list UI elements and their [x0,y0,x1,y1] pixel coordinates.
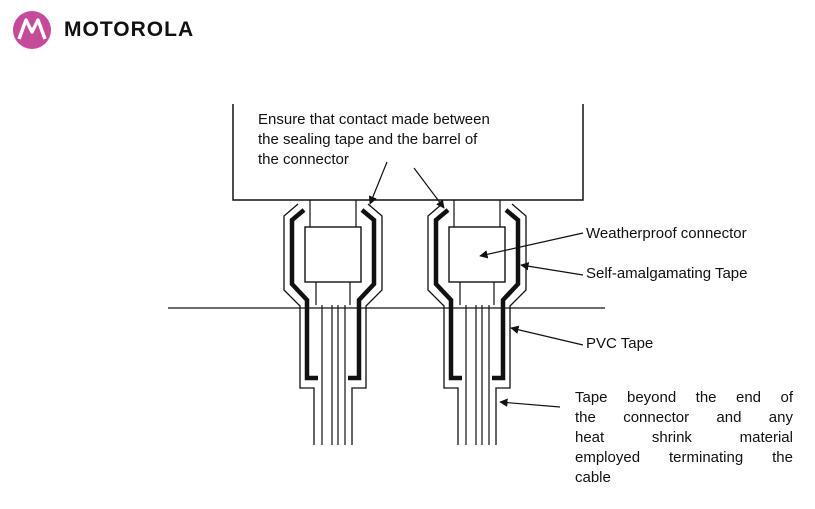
tape-beyond-line: employed terminating the [575,448,793,468]
left-cable [322,305,345,445]
right-connector-body [449,227,505,282]
left-connector-body [305,227,361,282]
tape-beyond-line: cable [575,468,793,488]
contact-note: Ensure that contact made between the sea… [258,110,558,170]
right-connector-assembly [428,200,526,445]
tape-beyond-note: Tape beyond the end of the connector and… [575,388,793,488]
self-amalgamating-tape-label: Self-amalgamating Tape [586,264,747,284]
pvc-tape-label: PVC Tape [586,334,653,354]
beyond-arrow [500,402,560,407]
contact-note-line: Ensure that contact made between [258,110,558,130]
tape-beyond-line: heat shrink material [575,428,793,448]
contact-note-line: the connector [258,150,558,170]
tape-beyond-line: the connector and any [575,408,793,428]
contact-arrow-right [414,168,444,208]
weatherproof-connector-label: Weatherproof connector [586,224,747,244]
self-amalgamating-arrow [521,265,583,275]
pvc-arrow [511,328,583,345]
left-connector-assembly [284,200,382,445]
right-cable [466,305,489,445]
contact-note-line: the sealing tape and the barrel of [258,130,558,150]
tape-beyond-line: Tape beyond the end of [575,388,793,408]
